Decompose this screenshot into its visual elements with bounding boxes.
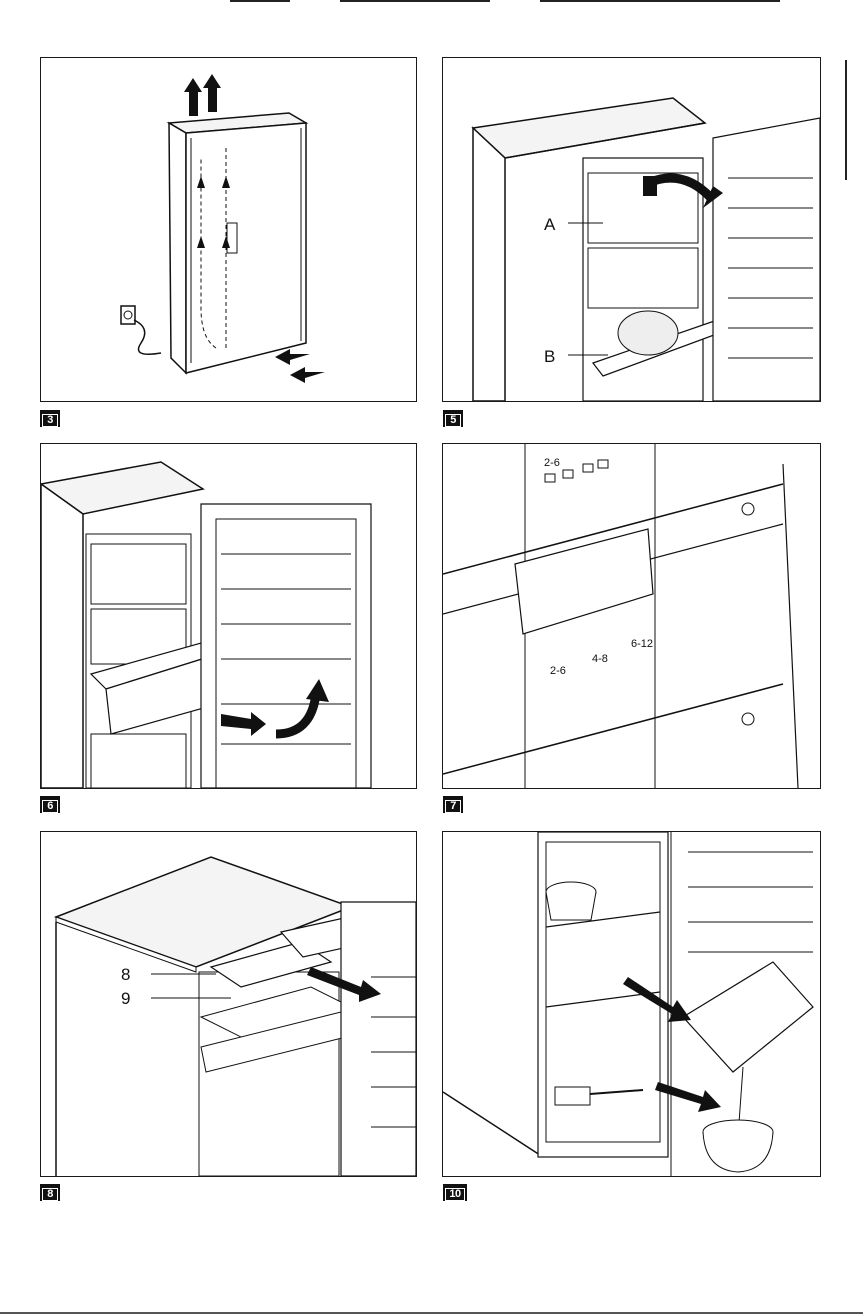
callout-a: A (544, 215, 556, 234)
figure-8-illustration: 8 9 (41, 832, 416, 1176)
scan-artifact (340, 0, 490, 2)
figure-3-illustration (41, 58, 416, 401)
dial-label: 6-12 (631, 638, 653, 650)
figure-number: 7 (445, 800, 461, 813)
figure-7-panel: 2-6 2-6 4-8 6-12 (442, 443, 821, 789)
figure-3-label: 3 (40, 410, 60, 427)
scan-artifact (0, 1312, 863, 1314)
figure-8-label: 8 (40, 1184, 60, 1201)
figure-6-illustration (41, 444, 416, 788)
figure-number: 8 (42, 1188, 58, 1201)
figure-number: 6 (42, 800, 58, 813)
figure-5-illustration: A B (443, 58, 820, 401)
figure-number: 5 (445, 414, 461, 427)
scan-artifact (230, 0, 290, 2)
figure-6-panel (40, 443, 417, 789)
figure-7-illustration: 2-6 2-6 4-8 6-12 (443, 444, 820, 788)
figure-10-illustration (443, 832, 820, 1176)
figure-8-panel: 8 9 (40, 831, 417, 1177)
figure-6-label: 6 (40, 796, 60, 813)
figure-number: 3 (42, 414, 58, 427)
figure-10-label: 10 (443, 1184, 467, 1201)
callout-b: B (544, 347, 555, 366)
figure-5-label: 5 (443, 410, 463, 427)
figure-number: 10 (445, 1188, 465, 1201)
scan-artifact (845, 60, 847, 180)
scan-artifact (540, 0, 780, 2)
figure-7-label: 7 (443, 796, 463, 813)
dial-label: 2-6 (544, 457, 560, 469)
figure-10-panel (442, 831, 821, 1177)
callout-8: 8 (121, 965, 130, 984)
callout-9: 9 (121, 989, 130, 1008)
dial-label: 2-6 (550, 665, 566, 677)
figure-3-panel (40, 57, 417, 402)
dial-label: 4-8 (592, 653, 608, 665)
figure-5-panel: A B (442, 57, 821, 402)
